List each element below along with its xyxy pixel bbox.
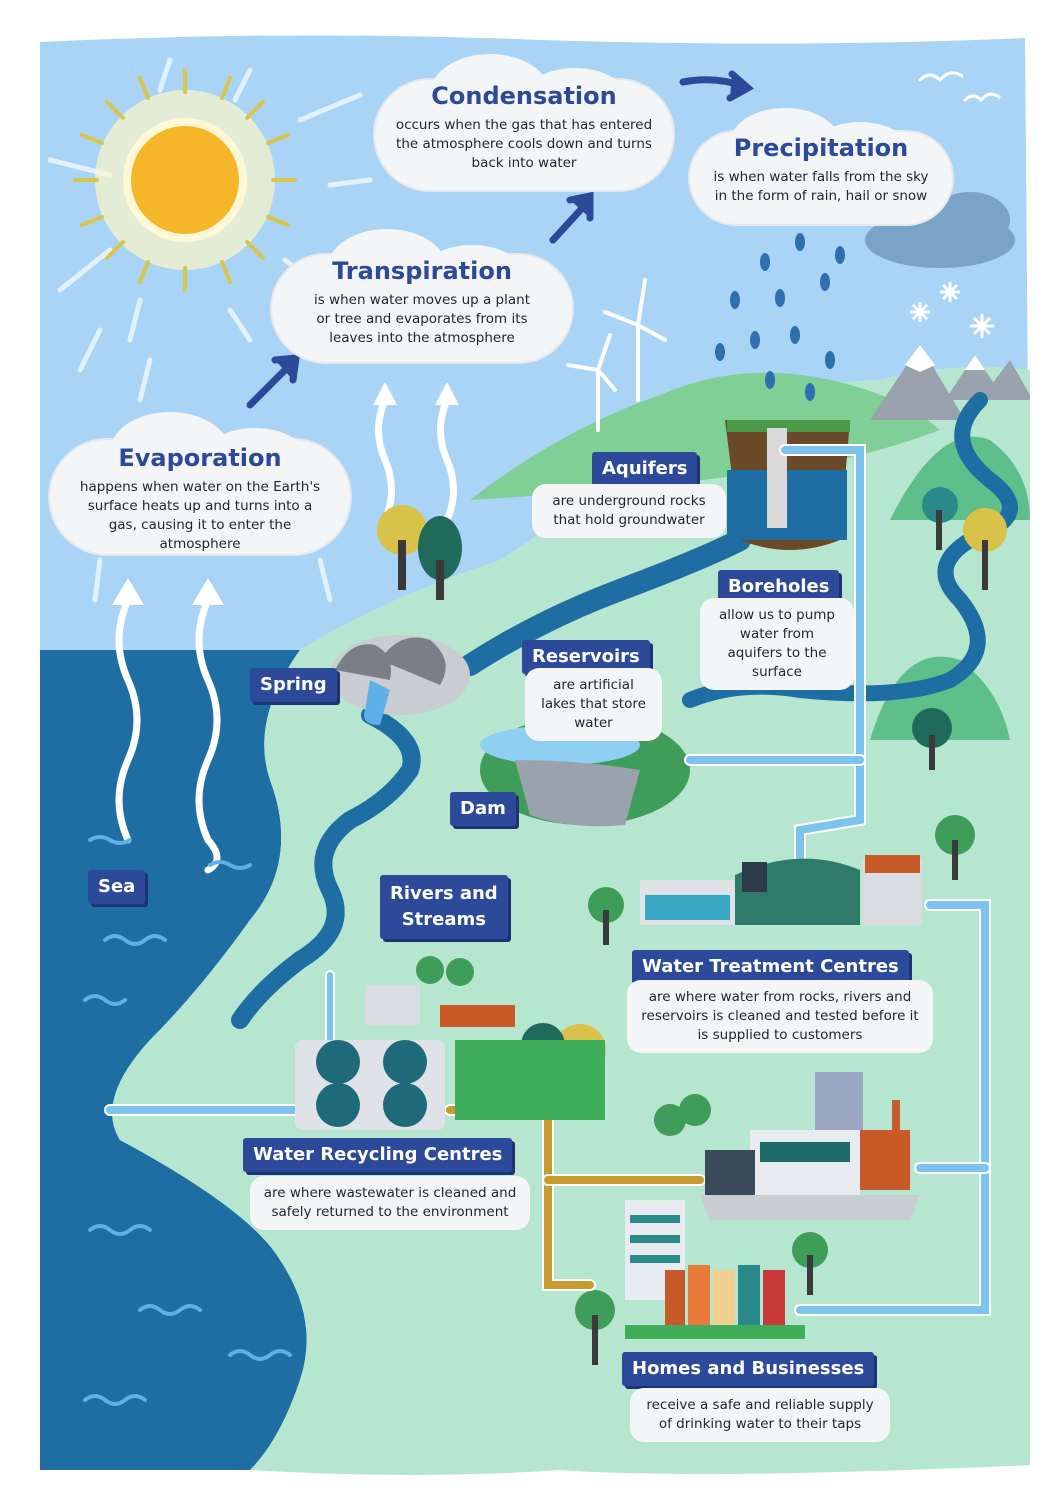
rivers-icon (231, 392, 1018, 1029)
transpiration-title: Transpiration (332, 257, 512, 285)
recycling-centres-label: Water Recycling Centres (243, 1138, 513, 1172)
hill-right-low (870, 656, 1010, 740)
sun-icon (73, 68, 297, 292)
evaporation-cloud: Evaporation happens when water on the Ea… (50, 412, 350, 554)
aquifers-description: are underground rocks that hold groundwa… (532, 484, 726, 538)
sun-rays-background (47, 57, 373, 603)
reservoirs-description: are artificial lakes that store water (525, 668, 662, 741)
sea (40, 650, 307, 1470)
condensation-text: occurs when the gas that has entered the… (395, 117, 653, 171)
mountains-icon (870, 345, 1030, 420)
factory-buildings-icon (700, 1072, 920, 1220)
rain-cloud-icon (865, 192, 1015, 268)
transpiration-cloud: Transpiration is when water moves up a p… (272, 229, 572, 362)
condensation-cloud: Condensation occurs when the gas that ha… (375, 54, 673, 190)
spring-rocks-icon (330, 635, 470, 725)
aquifer-cross-section-icon (725, 420, 850, 550)
dam-label: Dam (450, 792, 516, 826)
treatment-centre-building-icon (640, 855, 922, 925)
precipitation-text: is when water falls from the sky in the … (713, 169, 929, 204)
boreholes-description: allow us to pump water from aquifers to … (700, 598, 854, 690)
transpiration-text: is when water moves up a plant or tree a… (313, 292, 531, 346)
spring-label: Spring (250, 668, 337, 702)
evaporation-arrows-icon (115, 396, 457, 874)
rivers-streams-label-line2: Streams (401, 909, 486, 930)
hill (470, 372, 940, 500)
snowflakes-icon (910, 282, 994, 338)
rivers-streams-label-line1: Rivers and (390, 883, 498, 904)
evaporation-text: happens when water on the Earth's surfac… (79, 479, 321, 552)
birds-icon (918, 71, 1001, 103)
rivers-streams-label: Rivers and Streams (380, 875, 508, 939)
condensation-title: Condensation (431, 82, 617, 110)
sea-label: Sea (88, 870, 146, 904)
aquifers-label: Aquifers (592, 452, 698, 486)
homes-businesses-description: receive a safe and reliable supply of dr… (630, 1388, 890, 1442)
homes-buildings-icon (625, 1200, 805, 1339)
evaporation-title: Evaporation (118, 444, 282, 472)
treatment-centres-description: are where water from rocks, rivers and r… (627, 980, 933, 1053)
raindrops-icon (715, 233, 845, 401)
treatment-centres-label: Water Treatment Centres (632, 950, 909, 984)
precipitation-title: Precipitation (733, 134, 909, 162)
evaporation-arrowheads-icon (112, 382, 459, 605)
recycling-centre-building-icon (295, 985, 605, 1130)
cycle-arrows-icon (246, 70, 755, 409)
wind-turbines-icon (566, 278, 667, 432)
sea-waves-icon (83, 835, 292, 1406)
homes-businesses-label: Homes and Businesses (622, 1352, 875, 1386)
clean-water-pipes-icon (104, 444, 991, 1316)
precipitation-cloud: Precipitation is when water falls from t… (690, 108, 952, 224)
recycling-centres-description: are where wastewater is cleaned and safe… (250, 1176, 530, 1230)
